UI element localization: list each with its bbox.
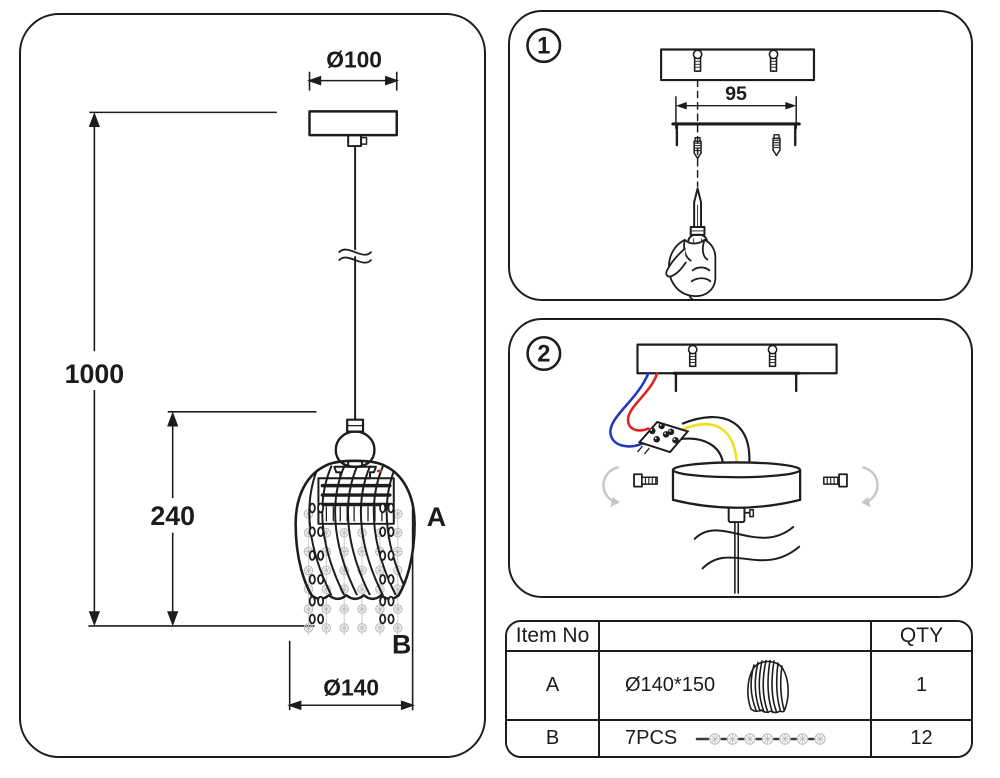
dimension-240 <box>167 410 317 627</box>
red-wire <box>626 371 659 432</box>
step2-drawing: 2 <box>526 335 879 594</box>
black-wire-outer <box>681 416 751 469</box>
ceiling-canopy <box>308 110 398 137</box>
mounting-bracket <box>671 122 801 147</box>
dimension-shade-diameter <box>287 506 416 711</box>
red-mark <box>376 469 382 473</box>
shade-diameter-label: Ø140 <box>323 674 379 700</box>
table-row-a-qty: 1 <box>872 652 971 721</box>
ceiling-canopy <box>671 461 802 509</box>
hole-spacing-label: 95 <box>725 83 747 105</box>
screw-left <box>693 137 702 160</box>
cord-connector <box>727 506 755 524</box>
blue-wire <box>609 371 650 448</box>
rotate-arrow-left <box>602 466 620 508</box>
parts-table: Item No QTY A Ø140*150 1 <box>505 620 973 758</box>
table-header-description <box>600 622 872 652</box>
panel-step-1: 1 <box>508 10 973 301</box>
dimension-1000 <box>88 111 315 627</box>
part-b-spec: 7PCS <box>625 727 678 749</box>
mounting-bracket <box>672 371 801 393</box>
cord-break-waves <box>693 526 801 570</box>
cord-break-mark <box>338 248 372 264</box>
inner-frame-cage <box>317 477 395 525</box>
swirl-shade-icon <box>747 659 790 713</box>
table-row-b-item: B <box>507 721 600 756</box>
panel-step-2: 2 <box>508 318 973 598</box>
table-header-item-no: Item No <box>507 622 600 652</box>
step1-drawing: 1 <box>526 27 816 299</box>
table-row-a-item: A <box>507 652 600 721</box>
screw-right <box>772 134 781 157</box>
rotate-arrow-right <box>861 466 879 508</box>
dimension-canopy-diameter <box>307 71 400 91</box>
swirl-glass-shade <box>294 459 416 601</box>
supply-wires <box>609 371 751 470</box>
keyhole-slot-left <box>687 344 698 368</box>
cord-grip <box>347 134 368 148</box>
panel-dimensions: 1000 240 Ø100 <box>19 13 486 758</box>
step-badge: 2 <box>526 335 562 372</box>
dimension-drawing: 1000 240 Ø100 <box>65 47 446 711</box>
mounting-plate <box>660 48 816 82</box>
terminal-block <box>637 420 690 455</box>
mounting-plate <box>636 343 838 375</box>
drop-length-label: 1000 <box>65 359 125 389</box>
part-b-label: B <box>392 630 411 660</box>
part-a-label: A <box>427 502 446 532</box>
side-bolt-left <box>633 473 658 488</box>
keyhole-slot-left <box>692 49 703 72</box>
keyhole-slot-right <box>768 49 779 72</box>
table-row-b-description: 7PCS <box>600 721 872 756</box>
yellow-wire <box>679 422 739 470</box>
step-number: 1 <box>537 33 550 59</box>
keyhole-slot-right <box>767 344 778 368</box>
table-row-a-description: Ø140*150 <box>600 652 872 721</box>
step-number: 2 <box>537 341 550 367</box>
hand <box>665 238 717 299</box>
bead-strand-icon <box>695 732 826 745</box>
table-row-b-qty: 12 <box>872 721 971 756</box>
table-header-qty: QTY <box>872 622 971 652</box>
canopy-diameter-label: Ø100 <box>326 47 382 73</box>
shade-height-label: 240 <box>150 501 195 531</box>
step-badge: 1 <box>526 27 562 64</box>
part-a-spec: Ø140*150 <box>625 674 716 696</box>
side-bolt-right <box>823 473 848 488</box>
